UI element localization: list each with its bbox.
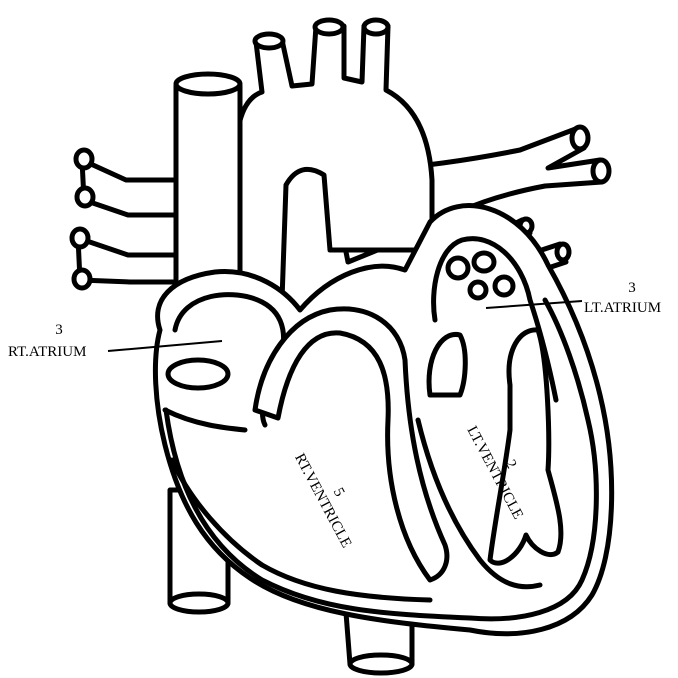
left-atrium-opening-3	[495, 277, 513, 295]
left-atrium-opening-1	[448, 258, 468, 278]
left-atrium-opening-2	[474, 253, 494, 271]
lt-atrium-number: 3	[628, 280, 636, 296]
pulmonary-veins-right	[72, 150, 180, 288]
left-atrium-opening-4	[470, 282, 486, 298]
aortic-arch	[236, 20, 432, 300]
rt-atrium-label: RT.ATRIUM	[8, 344, 86, 360]
superior-vena-cava	[176, 74, 240, 300]
lt-atrium-label: LT.ATRIUM	[584, 300, 661, 316]
right-atrium-valve	[168, 360, 228, 388]
rt-atrium-number: 3	[55, 322, 63, 338]
